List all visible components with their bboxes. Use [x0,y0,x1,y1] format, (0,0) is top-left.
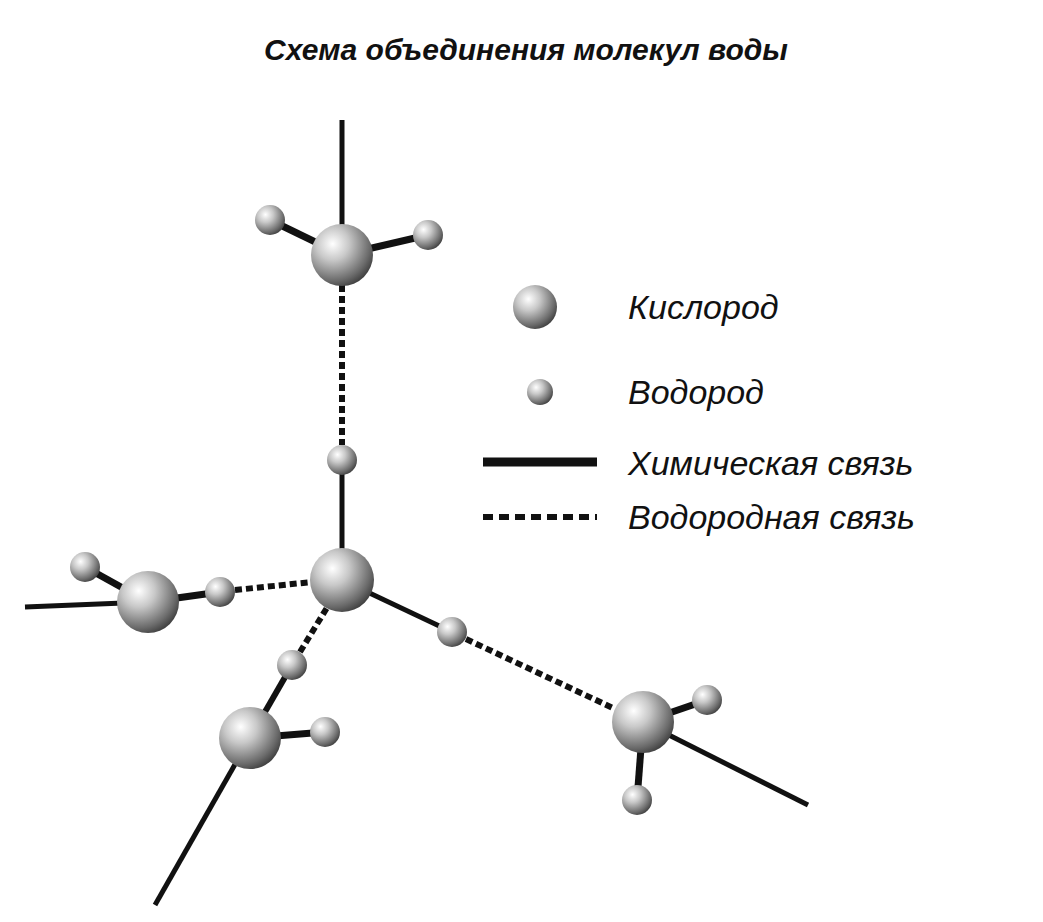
hydrogen-atom [255,205,285,235]
oxygen-atom [117,571,179,633]
oxygen-atom [612,691,674,753]
hydrogen-bond [466,639,615,709]
hydrogen-atom [437,617,467,647]
hydrogen-bond [339,285,345,445]
legend-hydrogen-bond-sample [483,514,597,520]
oxygen-atom [311,224,373,286]
atoms [70,205,722,815]
hydrogen-atom [205,577,235,607]
legend-chemical-sample [483,458,597,467]
hydrogen-atom [622,785,652,815]
legend-label: Кислород [628,288,779,327]
oxygen-atom [310,548,374,612]
hydrogen-atom [327,445,357,475]
legend-label: Водородная связь [628,498,915,537]
legend-label: Водород [628,373,764,412]
hydrogen-bond [235,582,312,590]
legend-hydrogen-sample [527,379,553,405]
diagram-title: Схема объединения молекул воды [264,33,788,67]
hydrogen-bond [300,606,328,652]
hydrogen-atom [70,552,100,582]
legend-label: Химическая связь [628,444,913,483]
hydrogen-atom [310,717,340,747]
hydrogen-atom [413,220,443,250]
hydrogen-atom [692,685,722,715]
legend-samples [483,285,597,517]
legend-oxygen-sample [513,285,557,329]
oxygen-atom [219,707,281,769]
hydrogen-atom [277,650,307,680]
